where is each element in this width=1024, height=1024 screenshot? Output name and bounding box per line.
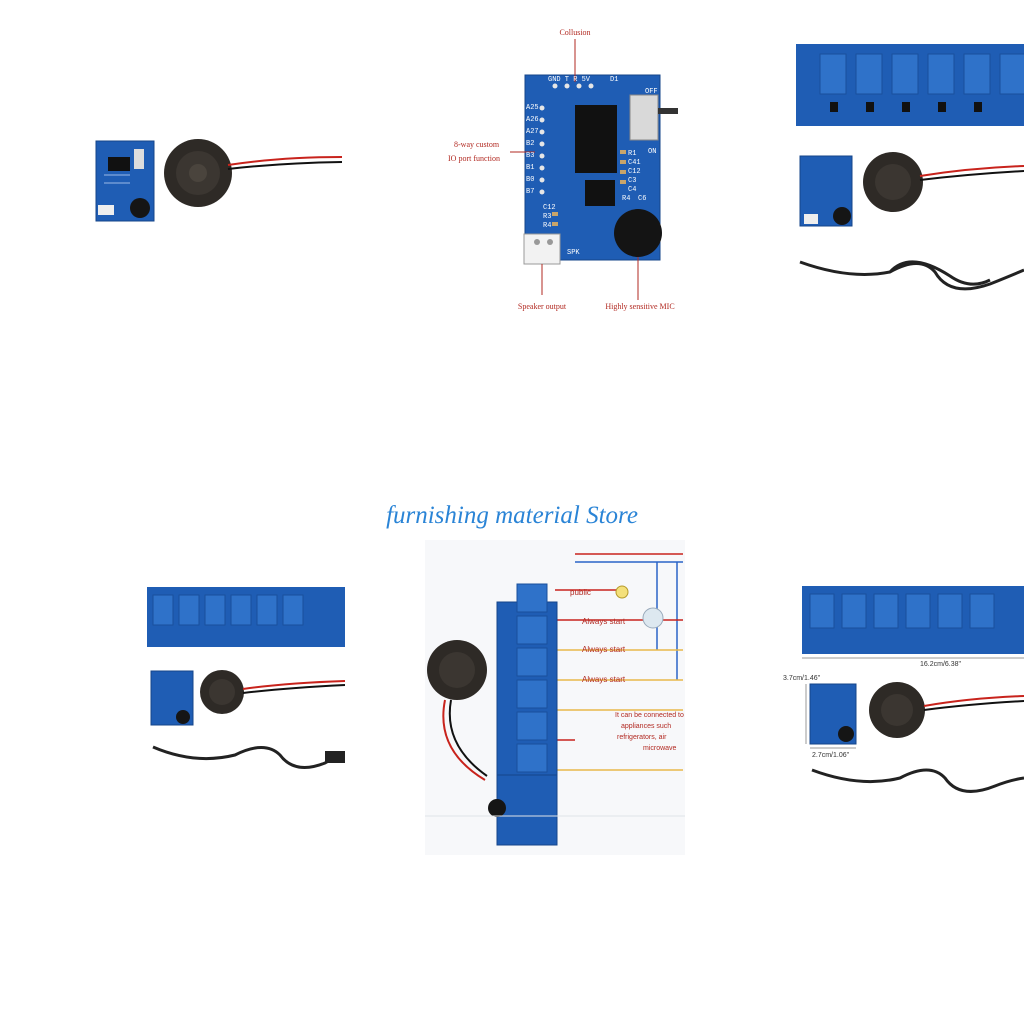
appliances-note-line3: refrigerators, air — [617, 734, 667, 741]
silk-part-c3: C3 — [628, 177, 637, 185]
dimensions-drawing — [802, 586, 1024, 793]
silk-pin-b0: B0 — [526, 176, 535, 184]
silk-pin-b3: B3 — [526, 152, 535, 160]
silk-part-r3: R3 — [543, 213, 552, 221]
silk-pin-b1: B1 — [526, 164, 535, 172]
silk-part-c4: C4 — [628, 186, 637, 194]
public-label: public — [570, 588, 591, 597]
io-port-label-line1: 8-way custom — [454, 140, 500, 149]
board-speaker-drawing — [95, 139, 343, 222]
silk-spk: SPK — [567, 249, 580, 257]
silk-part-r1: R1 — [628, 150, 637, 158]
silk-d1: D1 — [610, 76, 619, 84]
silk-part-c6: C6 — [638, 195, 647, 203]
dimensions-image[interactable]: 16.2cm/6.38" 3.7cm/1.46" 2.7cm/1.06" — [780, 580, 1024, 810]
pinout-board-drawing — [510, 39, 678, 300]
silk-part-c12-left: C12 — [543, 204, 556, 212]
silk-pin-b7: B7 — [526, 188, 535, 196]
product-image-relay-kit[interactable] — [790, 40, 1024, 310]
silk-pin-a27: A27 — [526, 128, 539, 136]
wiring-drawing — [425, 553, 685, 846]
width-dimension: 2.7cm/1.06" — [812, 752, 850, 759]
wiring-diagram[interactable]: public Always start Always start Always … — [425, 540, 685, 855]
always-start-label-3: Always start — [582, 675, 626, 684]
silk-top-header: GND T R 5V — [548, 76, 591, 84]
silk-part-r4-left: R4 — [543, 222, 552, 230]
always-start-label-2: Always start — [582, 645, 626, 654]
height-dimension: 3.7cm/1.46" — [783, 675, 821, 682]
silk-off: OFF — [645, 88, 658, 96]
product-image-relay-kit-2[interactable] — [145, 585, 345, 775]
pinout-diagram[interactable]: Collusion 8-way custom IO port function … — [440, 20, 690, 320]
relay-kit-2-drawing — [147, 587, 345, 769]
appliances-note-line2: appliances such — [621, 723, 672, 730]
silk-on: ON — [648, 148, 657, 156]
relay-kit-drawing — [796, 44, 1024, 291]
always-start-label-1: Always start — [582, 617, 626, 626]
speaker-output-label: Speaker output — [517, 302, 567, 311]
silk-part-c12-right: C12 — [628, 168, 641, 176]
product-image-board-speaker[interactable] — [90, 135, 350, 230]
appliances-note-line1: It can be connected to — [615, 712, 684, 719]
silk-pin-b2: B2 — [526, 140, 535, 148]
store-watermark: furnishing material Store — [386, 502, 638, 529]
silk-part-r4-right: R4 — [622, 195, 631, 203]
length-dimension: 16.2cm/6.38" — [920, 661, 962, 668]
io-port-label-line2: IO port function — [448, 154, 500, 163]
silk-pin-a26: A26 — [526, 116, 539, 124]
silk-part-c41: C41 — [628, 159, 641, 167]
collusion-label: Collusion — [559, 28, 591, 37]
silk-pin-a25: A25 — [526, 104, 539, 112]
appliances-note-line4: microwave — [643, 745, 677, 752]
mic-label: Highly sensitive MIC — [605, 302, 675, 311]
